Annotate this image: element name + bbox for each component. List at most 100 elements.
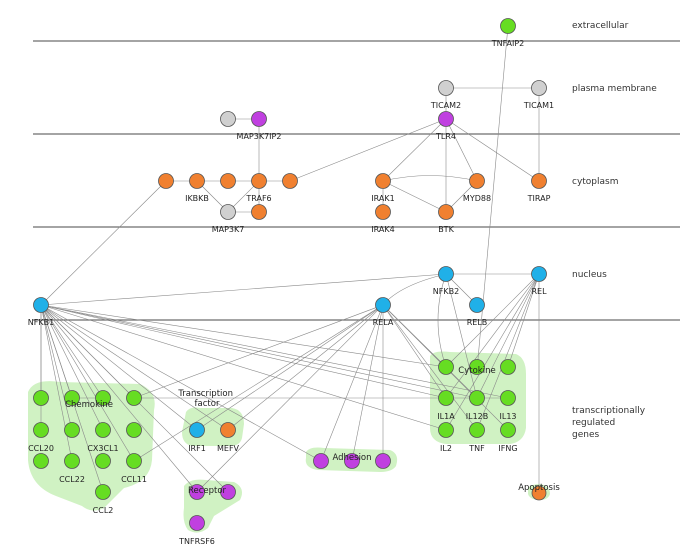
edge	[382, 180, 447, 213]
node-map3k7ip2-partner[interactable]	[220, 111, 236, 127]
group-label-transcription-factor-text: Transcription	[177, 389, 233, 399]
node-receptor-1[interactable]	[189, 484, 205, 500]
edge	[40, 304, 135, 462]
node-tnf[interactable]	[469, 422, 485, 438]
edge	[40, 304, 447, 431]
node-adhesion-1[interactable]	[313, 453, 329, 469]
node-chemokine-6[interactable]	[64, 422, 80, 438]
node-chemokine-9[interactable]	[33, 453, 49, 469]
label-ifng: IFNG	[498, 444, 517, 453]
node-tlr4[interactable]	[438, 111, 454, 127]
label-tlr4: TLR4	[435, 132, 456, 141]
edge	[445, 273, 540, 399]
node-receptor-2[interactable]	[220, 484, 236, 500]
node-ccl22[interactable]	[64, 453, 80, 469]
node-chemokine-4[interactable]	[126, 390, 142, 406]
node-rel[interactable]	[531, 266, 547, 282]
node-cytoplasm-5[interactable]	[282, 173, 298, 189]
node-ifng[interactable]	[500, 422, 516, 438]
group-label-transcription-factor: Transcription factor	[177, 389, 235, 409]
label-irak1: IRAK1	[371, 194, 394, 203]
node-adhesion-2[interactable]	[344, 453, 360, 469]
node-mefv[interactable]	[220, 422, 236, 438]
label-rela: RELA	[373, 318, 394, 327]
node-map3k7ip2[interactable]	[251, 111, 267, 127]
edge	[476, 273, 540, 399]
label-il12b: IL12B	[466, 412, 488, 421]
edge	[445, 273, 540, 368]
node-cytokine-3[interactable]	[500, 359, 516, 375]
edge	[445, 118, 540, 182]
node-traf6[interactable]	[251, 173, 267, 189]
layer-label-cytoplasm: cytoplasm	[572, 177, 619, 187]
node-ikbkb[interactable]	[189, 173, 205, 189]
layer-label-extracellular: extracellular	[572, 21, 629, 31]
edge	[382, 304, 478, 431]
node-nfkb2[interactable]	[438, 266, 454, 282]
node-il12b[interactable]	[469, 390, 485, 406]
edge	[382, 304, 447, 399]
label-ccl2: CCL2	[93, 506, 114, 515]
node-tnfaip2[interactable]	[500, 18, 516, 34]
node-myd88[interactable]	[469, 173, 485, 189]
edge	[40, 304, 104, 399]
node-chemokine-3[interactable]	[95, 390, 111, 406]
label-tnfrsf6: TNFRSF6	[178, 537, 215, 546]
node-cytoplasm-1[interactable]	[158, 173, 174, 189]
edge	[445, 118, 478, 182]
node-cytoplasm-3[interactable]	[220, 173, 236, 189]
node-apoptosis[interactable]	[531, 485, 547, 501]
label-ccl20: CCL20	[28, 444, 54, 453]
label-ccl22: CCL22	[59, 475, 85, 484]
layer-label-trg-text: transcriptionally	[572, 406, 646, 416]
node-chemokine-2[interactable]	[64, 390, 80, 406]
layer-label-trg-text-line: regulated	[572, 418, 615, 428]
node-ticam1[interactable]	[531, 80, 547, 96]
nodes: TNFAIP2 TICAM2 TICAM1 MAP3K7IP2 TLR4 IKB…	[28, 18, 554, 546]
node-nfkb1[interactable]	[33, 297, 49, 313]
edge	[40, 273, 447, 306]
node-chemokine-8[interactable]	[126, 422, 142, 438]
node-cytoplasm-7[interactable]	[251, 204, 267, 220]
node-map3k7[interactable]	[220, 204, 236, 220]
group-label-receptor: Receptor	[188, 486, 227, 496]
edge	[227, 304, 384, 431]
node-ccl20[interactable]	[33, 422, 49, 438]
label-map3k7: MAP3K7	[212, 225, 245, 234]
edge	[196, 304, 384, 431]
label-map3k7ip2: MAP3K7IP2	[237, 132, 282, 141]
label-traf6: TRAF6	[245, 194, 271, 203]
edge	[133, 304, 384, 399]
label-il1a: IL1A	[437, 412, 455, 421]
node-btk[interactable]	[438, 204, 454, 220]
label-tnf: TNF	[468, 444, 485, 453]
node-ccl11[interactable]	[126, 453, 142, 469]
node-il1a[interactable]	[438, 390, 454, 406]
node-irak4[interactable]	[375, 204, 391, 220]
node-cytokine-2[interactable]	[469, 359, 485, 375]
node-rela[interactable]	[375, 297, 391, 313]
edge	[196, 304, 384, 493]
node-relb[interactable]	[469, 297, 485, 313]
node-il2[interactable]	[438, 422, 454, 438]
node-tirap[interactable]	[531, 173, 547, 189]
node-cytokine-1[interactable]	[438, 359, 454, 375]
node-irak1[interactable]	[375, 173, 391, 189]
node-chemokine-1[interactable]	[33, 390, 49, 406]
edge	[445, 273, 478, 399]
node-chemokine-11[interactable]	[95, 453, 111, 469]
node-tnfrsf6[interactable]	[189, 515, 205, 531]
edge	[476, 273, 540, 431]
node-ccl2[interactable]	[95, 484, 111, 500]
node-il13[interactable]	[500, 390, 516, 406]
node-ticam2[interactable]	[438, 80, 454, 96]
group-label-transcription-factor-text-line: factor	[195, 399, 220, 409]
edge	[40, 304, 229, 431]
node-adhesion-3[interactable]	[375, 453, 391, 469]
edge	[289, 118, 447, 182]
node-cx3cl1[interactable]	[95, 422, 111, 438]
edge	[382, 118, 447, 182]
chemokine-group-region	[28, 381, 155, 511]
node-irf1[interactable]	[189, 422, 205, 438]
